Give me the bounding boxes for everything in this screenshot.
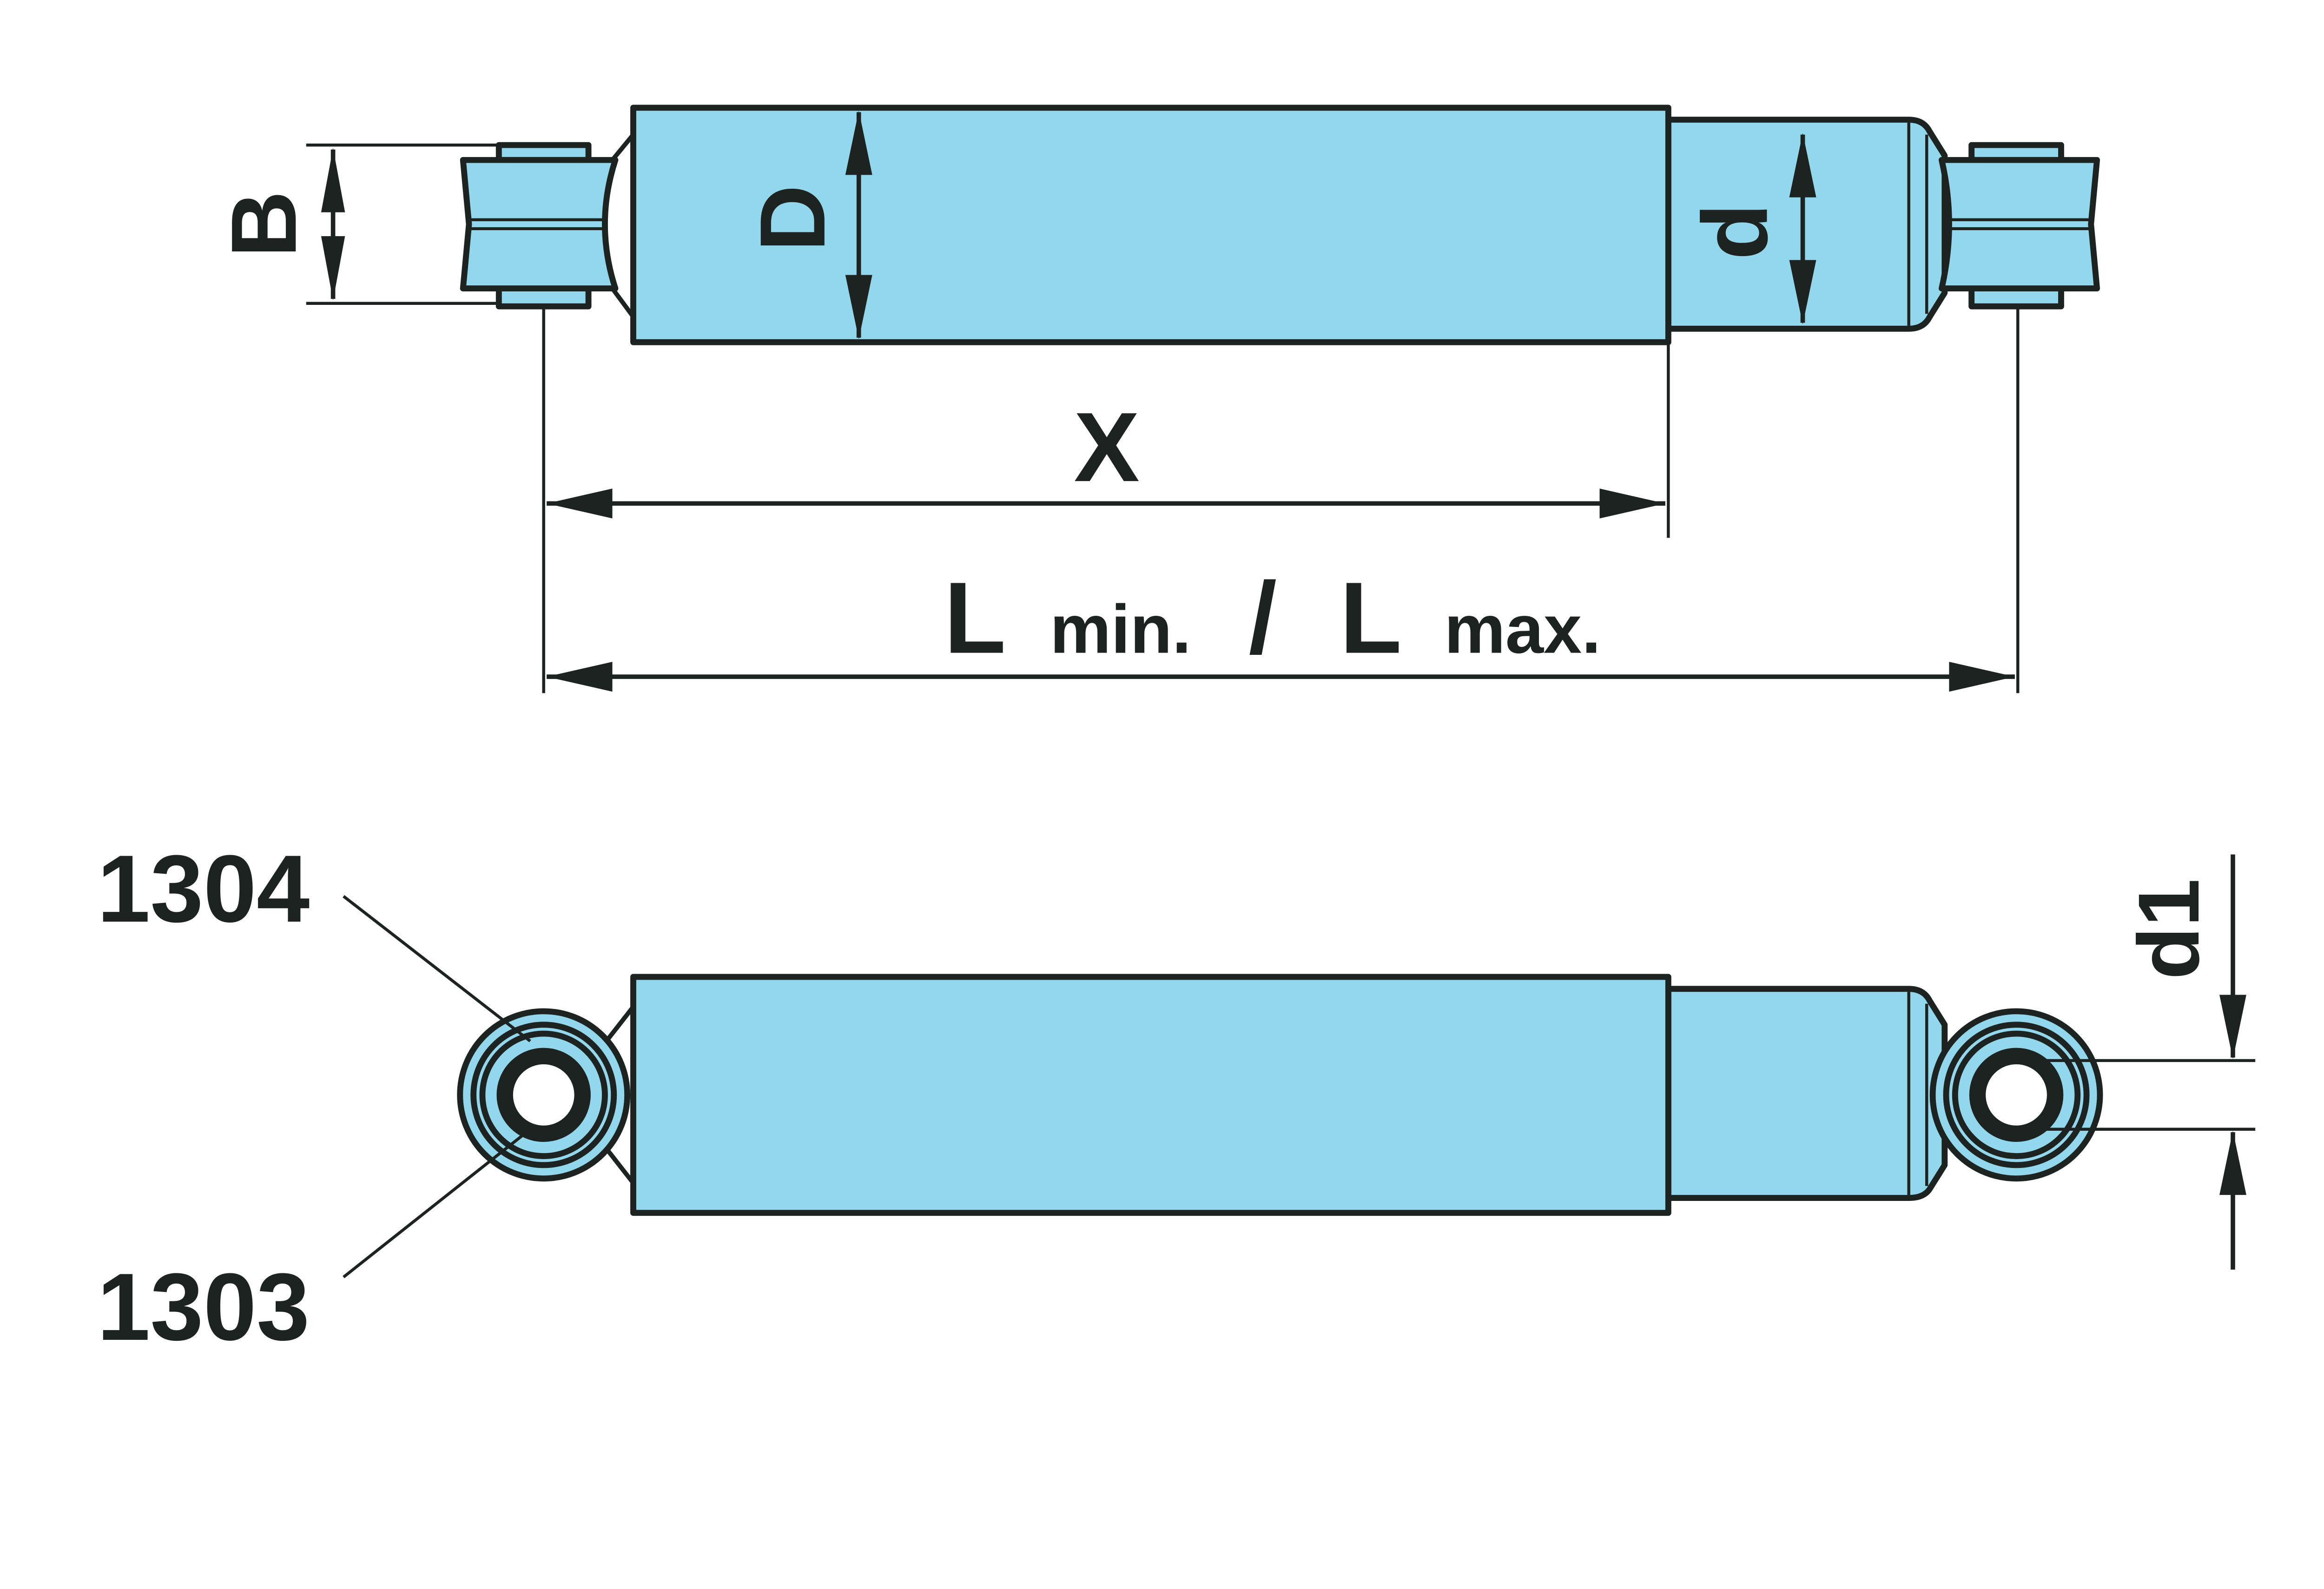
dimension-d1: d1 [2031,854,2256,1270]
callout-1304: 1304 [97,835,531,1042]
piston-rod-front [1665,986,1948,1201]
right-eye [1929,1008,2103,1182]
part-number-1303: 1303 [97,1253,310,1360]
length-slash: / [1248,561,1277,675]
shock-absorber-diagram: B D d X L min. / L [97,105,2256,1360]
length-min-label: min. [1050,591,1191,668]
right-eye-side [1938,142,2100,310]
dimension-X-label: X [1074,392,1139,502]
part-number-1304: 1304 [97,835,310,942]
length-max-label: max. [1444,591,1601,668]
cylinder-body-front [630,974,1671,1216]
callout-1303: 1303 [97,1134,524,1360]
dimension-B-label: B [212,191,316,257]
bottom-view: 1304 1303 d1 [97,835,2256,1360]
top-view: B D d X L min. / L [212,105,2100,693]
dimension-X: X [547,392,1665,519]
dimension-d: d [1684,133,1816,324]
dimension-d-label: d [1684,204,1787,260]
left-eye [457,1005,635,1185]
dimension-D: D [741,111,872,339]
dimension-D-label: D [741,185,845,252]
dimension-B: B [212,143,501,305]
left-eye-side [460,133,635,318]
dimension-d1-label: d1 [2120,878,2217,979]
length-L-max-symbol: L [1340,561,1401,675]
dimension-L: L min. / L max. [547,561,2015,692]
piston-rod [1665,117,1948,332]
length-L-min-symbol: L [944,561,1006,675]
cylinder-body [630,105,1671,345]
